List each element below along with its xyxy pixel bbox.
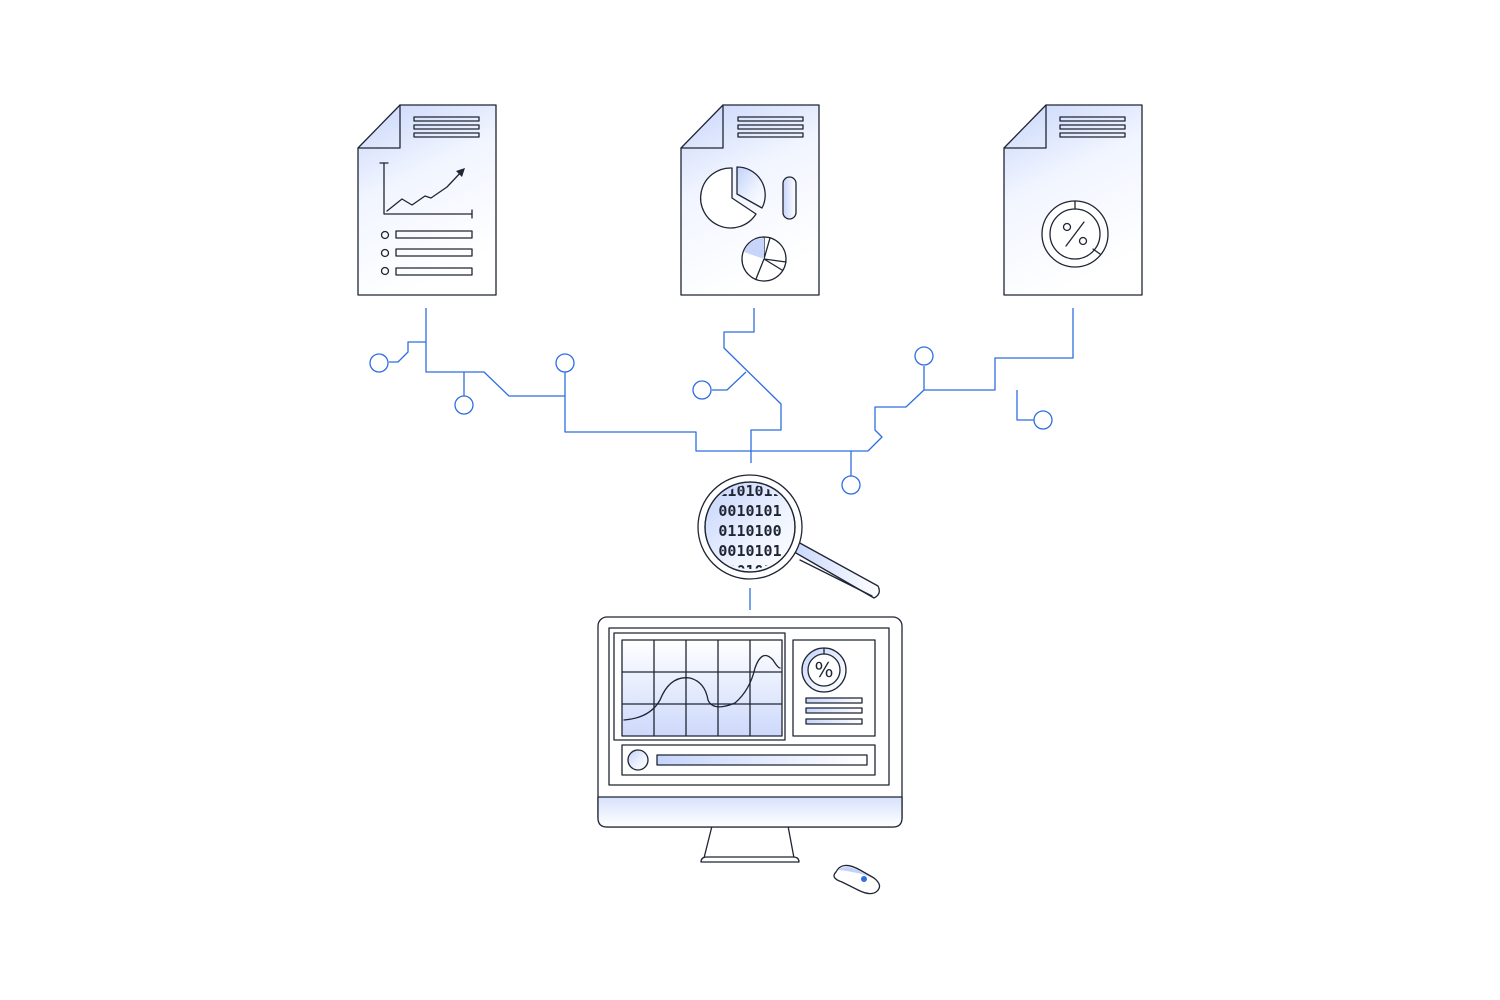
document-header-lines [737,116,804,138]
report-document-line-chart [357,104,497,296]
small-pie-chart-icon [741,236,787,282]
binary-row: 1101011 [718,562,781,580]
grid-line-chart-widget [613,632,786,741]
network-node [555,353,575,373]
network-node [1033,410,1053,430]
binary-data-text: 1101011 0010101 0110100 0010101 1101011 [718,482,781,580]
network-node [914,346,934,366]
report-document-percent [1003,104,1143,296]
network-node [692,380,712,400]
magnifying-glass-icon: 1101011 0010101 0110100 0010101 1101011 [697,474,880,599]
bullet-list-icon [380,230,473,276]
percent-glyph: % [814,658,833,682]
percent-badge-icon [1041,200,1109,268]
computer-mouse-icon [833,864,881,895]
binary-row: 0010101 [718,502,781,520]
capsule-icon [782,176,797,220]
document-header-lines [413,116,480,138]
binary-row: 1101011 [718,482,781,500]
network-node [369,353,389,373]
pie-chart-icon [700,166,766,229]
percent-stat-card: % [792,639,876,737]
desktop-monitor-icon: % [597,616,903,863]
binary-row: 0010101 [718,542,781,560]
network-node [454,395,474,415]
progress-bar-widget [621,744,876,776]
binary-row: 0110100 [718,522,781,540]
report-document-pie-charts [680,104,820,296]
line-chart-icon [379,162,473,219]
document-header-lines [1059,116,1126,138]
network-node [841,475,861,495]
circuit-network-icon [369,308,1074,495]
